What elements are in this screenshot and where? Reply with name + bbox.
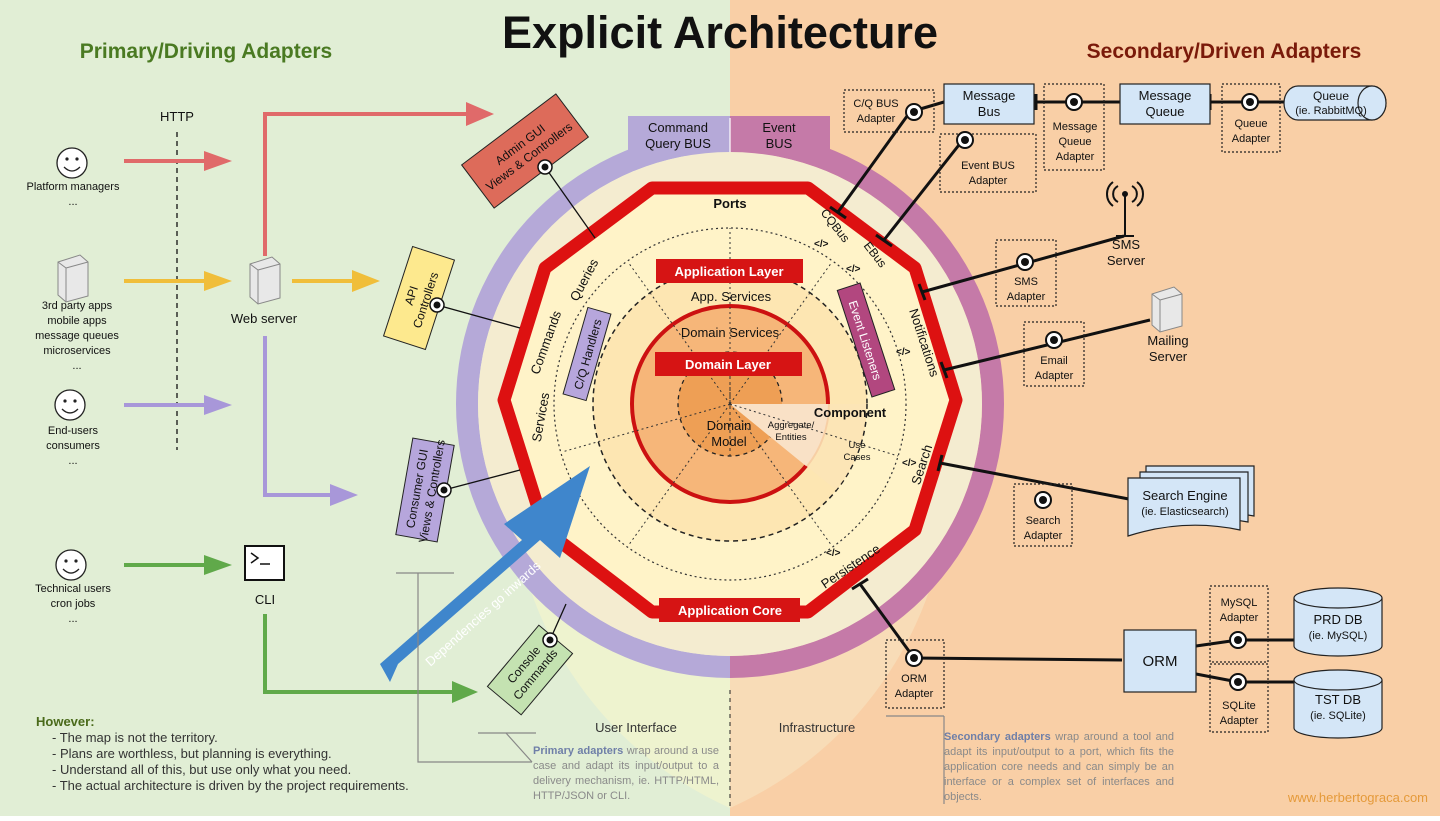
secondary-adapters-heading: Secondary/Driven Adapters [1087,40,1362,63]
svg-text:</>: </> [826,548,841,559]
primary-connectors [436,166,596,641]
command-query-bus-tab [628,116,730,156]
primary-adapters-note: Primary adapters wrap around a use case … [533,744,719,804]
platform-managers-label: Platform managers... [27,181,120,208]
http-label: HTTP [160,109,194,124]
however-item: The actual architecture is driven by the… [52,778,476,794]
application-layer-badge [656,259,803,283]
terminal-icon [244,545,285,581]
server-icon [57,254,89,303]
port-bars [829,94,1212,591]
web-server-label: Web server [231,311,298,326]
port-arrow-glyphs: </> </> </> </> </> [814,239,917,559]
prd-db-cylinder [1293,587,1383,657]
driving-arrows [124,112,470,694]
aggregate-label: Aggregate/Entities [768,420,815,443]
smiley-icon [56,147,88,179]
search-engine-box [1127,465,1255,537]
credit-link[interactable]: www.herbertograca.com [1287,790,1428,805]
ports-label: Ports [713,196,746,211]
however-heading: However: [36,714,95,729]
svg-text:</>: </> [814,239,829,250]
smiley-icon [54,389,86,421]
queue-cylinder [1283,85,1387,121]
app-services-label: App. Services [691,289,772,304]
primary-adapters-note-text: wrap around a use case and adapt its inp… [533,745,720,802]
dotted-adapter-frames [843,83,1281,733]
however-item: Plans are worthless, but planning is eve… [52,746,476,762]
bus-gap [729,118,731,156]
ports-dotted-circle [553,227,907,581]
queue-label: Queue(ie. RabbitMQ) [1295,89,1367,117]
page-title: Explicit Architecture [502,7,938,58]
orm-box [1123,629,1197,693]
search-engine-label: Search Engine(ie. Elasticsearch) [1141,488,1228,518]
console-commands-box: ConsoleCommands [486,624,574,716]
smiley-icon [55,549,87,581]
secondary-adapters-note-term: Secondary adapters [944,731,1051,743]
svg-text:</>: </> [902,458,917,469]
cli-label: CLI [255,592,275,607]
message-queue-box [1119,83,1211,125]
web-server-icon [249,256,281,305]
event-bus-tab [730,116,830,156]
adapter-sockets [905,93,1259,691]
however-item: Understand all of this, but use only wha… [52,762,476,778]
arrowheads [204,102,494,703]
tst-db-label: TST DB(ie. SQLite) [1310,692,1366,722]
message-bus-box [943,83,1035,125]
component-label: Component [814,405,887,420]
tst-db-cylinder [1293,669,1383,739]
primary-adapters-note-term: Primary adapters [533,745,624,757]
svg-text:</>: </> [896,347,911,358]
domain-services-label: Domain Services [681,325,780,340]
primary-adapters-heading: Primary/Driving Adapters [80,40,332,63]
antenna-icon [1106,181,1144,237]
domain-layer-badge [655,352,802,376]
component-slice-inner [730,404,829,466]
however-list: The map is not the territory. Plans are … [36,730,476,794]
infrastructure-label: Infrastructure [779,720,856,735]
prd-db-label: PRD DB(ie. MySQL) [1309,612,1368,642]
application-core-badge [659,598,800,622]
radial-lines [561,228,899,547]
however-notes: However: The map is not the territory. P… [36,714,476,794]
application-core-label: Application Core [678,603,782,618]
connector-sockets [429,159,558,648]
application-layer-label: Application Layer [674,264,783,279]
mail-server-icon [1151,286,1183,333]
user-interface-label: User Interface [595,720,677,735]
svg-text:</>: </> [846,264,861,275]
secondary-adapters-note-text: wrap around a tool and adapt its input/o… [944,731,1174,803]
domain-layer-label: Domain Layer [685,357,771,372]
secondary-adapters-note: Secondary adapters wrap around a tool an… [944,730,1174,805]
however-item: The map is not the territory. [52,730,476,746]
orm-label: ORM [1143,653,1178,670]
